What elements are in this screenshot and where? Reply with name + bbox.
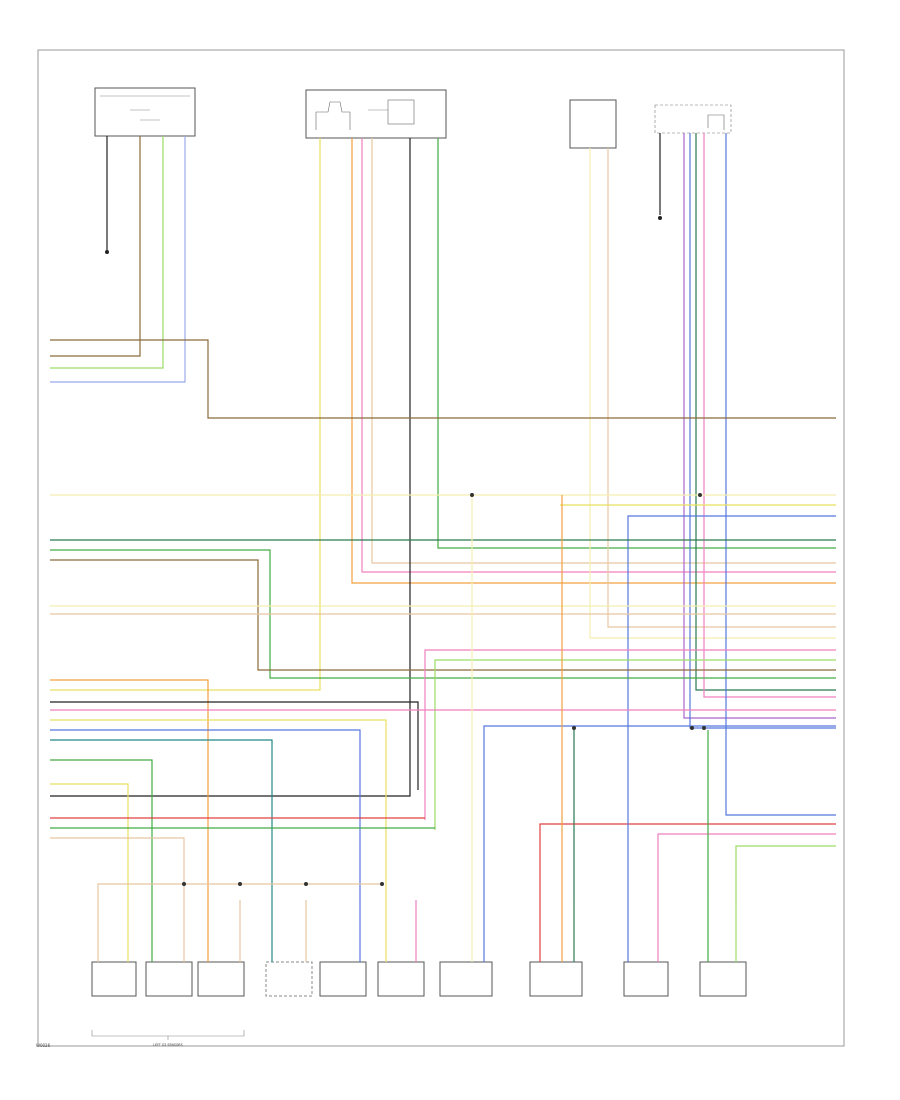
diagram-frame	[37, 49, 845, 1047]
splices	[182, 493, 706, 886]
left-sensors-bracket	[91, 1030, 245, 1040]
diagram-code: W0026	[36, 1043, 51, 1048]
bottom-pins	[97, 900, 737, 962]
horizontal-harness	[50, 339, 836, 900]
component-top-2	[305, 89, 447, 139]
component-top-1	[94, 87, 196, 137]
bottom-components	[91, 961, 747, 997]
left-sensors-label: LEFT O2 SENSORS	[153, 1043, 182, 1047]
top-wires	[50, 133, 836, 816]
component-top-3	[569, 99, 617, 149]
component-top-4	[654, 104, 732, 134]
